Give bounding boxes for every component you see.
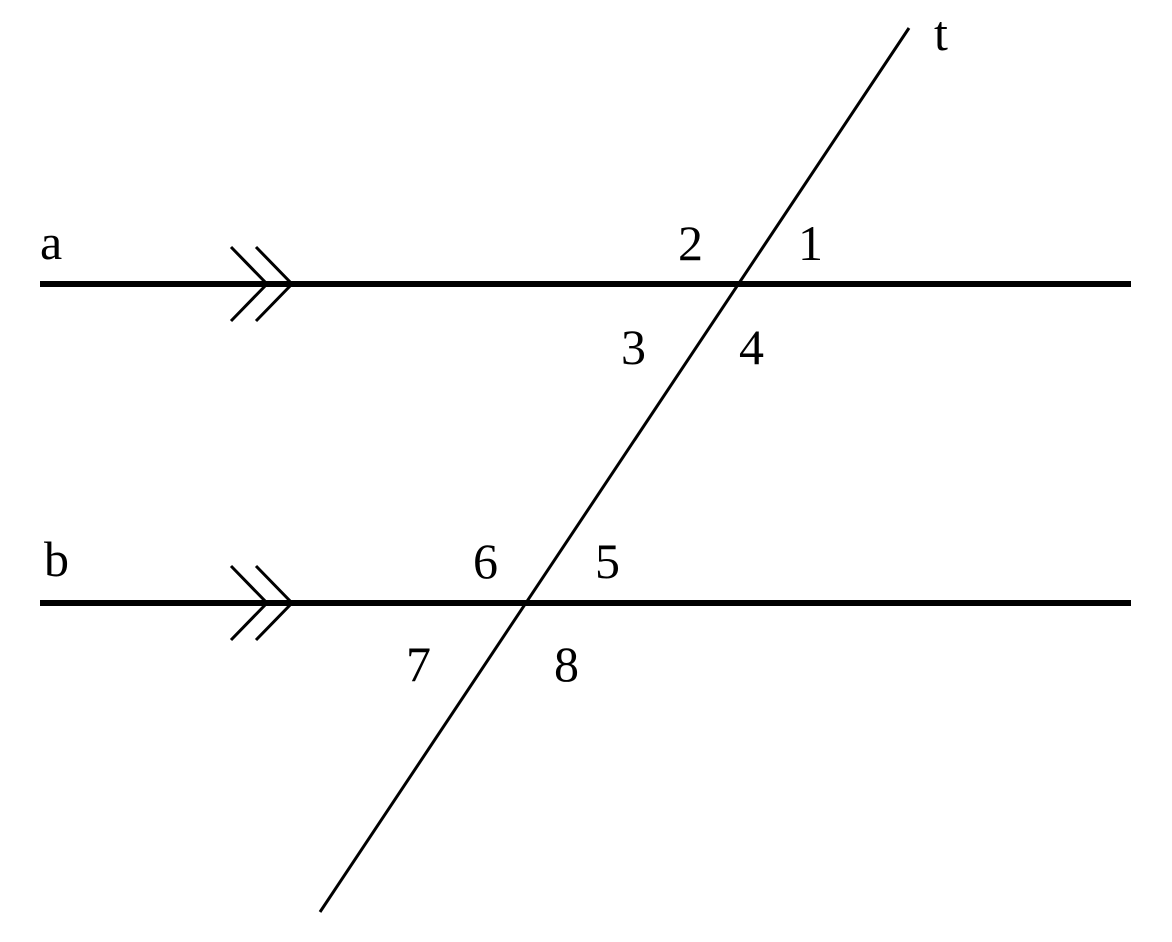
label-line-a: a: [40, 214, 62, 270]
parallel-marker-a: [229, 245, 295, 323]
angle-label-4: 4: [739, 319, 764, 375]
angle-label-6: 6: [473, 533, 498, 589]
angle-label-5: 5: [595, 533, 620, 589]
angle-label-7: 7: [406, 636, 431, 692]
angle-label-8: 8: [554, 636, 579, 692]
angle-label-1: 1: [798, 215, 823, 271]
label-line-t: t: [934, 5, 948, 61]
parallel-marker-b: [229, 564, 295, 642]
angle-label-2: 2: [678, 215, 703, 271]
angle-label-3: 3: [621, 319, 646, 375]
transversal-t: [318, 27, 911, 913]
label-line-b: b: [44, 531, 69, 587]
